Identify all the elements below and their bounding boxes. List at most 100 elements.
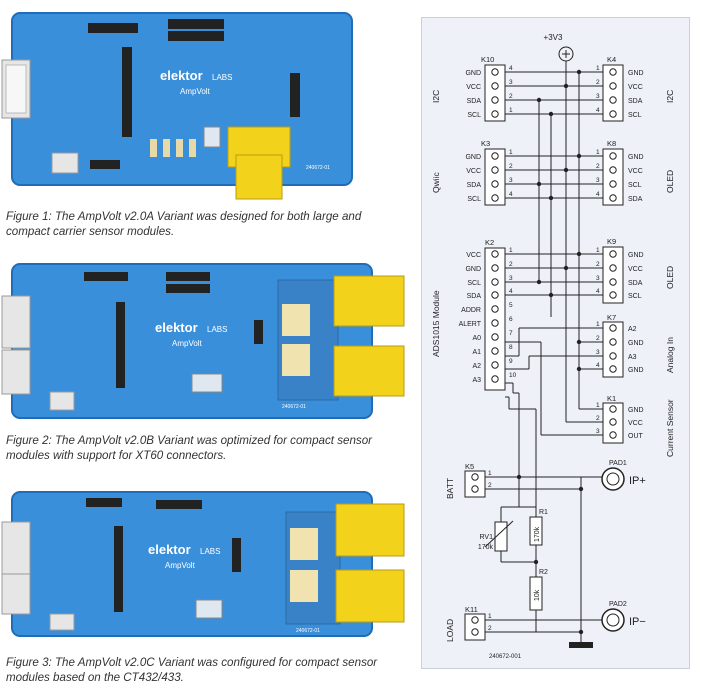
board-brand-suffix: LABS <box>212 73 232 82</box>
k7-ref: K7 <box>607 313 616 322</box>
supply-label: +3V3 <box>544 33 563 42</box>
resistor-r2: R2 10k <box>529 569 548 611</box>
k8-pin-label: SCL <box>628 182 642 189</box>
k10-pin-label: GND <box>465 70 481 77</box>
k10-pin-number: 2 <box>509 93 513 100</box>
k8-pin-number: 2 <box>596 163 600 170</box>
r2-value: 10k <box>534 589 541 601</box>
board-label: 240672-01 <box>282 404 306 410</box>
k10-pin-number: 4 <box>509 65 513 72</box>
k3-pin-label: SDA <box>467 182 482 189</box>
board-v2a-photo: elektor LABS AmpVolt 240672-01 <box>1 12 353 200</box>
board-product: AmpVolt <box>172 339 203 348</box>
k3-ref: K3 <box>481 139 490 148</box>
k3-pin-number: 3 <box>509 177 513 184</box>
board-v2b-photo: elektor LABS AmpVolt 240672-01 <box>1 263 405 419</box>
k2-title: ADS1015 Module <box>431 290 441 357</box>
k7-pin-label: A3 <box>628 354 637 361</box>
connector-k4: K4 GND VCC SDA SCL 1 2 3 4 I2C <box>596 55 675 122</box>
k4-pin-number: 4 <box>596 107 600 114</box>
pad2-label: IP− <box>629 616 646 628</box>
connector-k5: K5 1 2 BATT <box>445 462 505 499</box>
k9-title: OLED <box>665 266 675 289</box>
r1-value: 170k <box>534 526 541 542</box>
k1-pin-label: OUT <box>628 433 644 440</box>
k4-pin-label: SCL <box>628 112 642 119</box>
k4-pin-label: GND <box>628 70 644 77</box>
pad2: PAD2 IP− <box>601 601 646 632</box>
k9-pin-label: SCL <box>628 293 642 300</box>
k9-pin-number: 4 <box>596 288 600 295</box>
k8-title: OLED <box>665 170 675 193</box>
k9-pin-label: GND <box>628 252 644 259</box>
schematic-diagram: +3V3 <box>421 17 690 669</box>
k10-pin-number: 1 <box>509 107 513 114</box>
pad1-ref: PAD1 <box>609 460 627 467</box>
k10-title: I2C <box>431 90 441 103</box>
k8-pin-label: SDA <box>628 196 643 203</box>
k1-pin-number: 3 <box>596 428 600 435</box>
k8-pin-number: 4 <box>596 191 600 198</box>
k9-pin-number: 3 <box>596 275 600 282</box>
k11-pin-number: 2 <box>488 625 492 632</box>
k5-title: BATT <box>445 478 455 499</box>
connector-k9: K9 GND VCC SDA SCL 1 2 3 4 OLED <box>596 237 675 304</box>
figure-1-caption: Figure 1: The AmpVolt v2.0A Variant was … <box>6 210 362 238</box>
k9-pin-number: 1 <box>596 247 600 254</box>
board-brand: elektor <box>160 68 203 83</box>
k4-pin-number: 2 <box>596 79 600 86</box>
pad2-ref: PAD2 <box>609 601 627 608</box>
k11-pin-number: 1 <box>488 613 492 620</box>
board-brand-suffix: LABS <box>200 547 220 556</box>
k2-pin-label: GND <box>465 266 481 273</box>
k3-pin-number: 2 <box>509 163 513 170</box>
board-product: AmpVolt <box>165 561 196 570</box>
board-label: 240672-01 <box>296 628 320 634</box>
board-product: AmpVolt <box>180 87 211 96</box>
figure-2-caption: Figure 2: The AmpVolt v2.0B Variant was … <box>6 434 373 462</box>
resistor-r1: R1 170k <box>529 509 548 546</box>
connector-k2: K2 VCC GND SCL SDA ADDR ALERT A0 A1 A2 A… <box>431 238 517 391</box>
k2-pin-label: A3 <box>472 377 481 384</box>
k4-pin-number: 3 <box>596 93 600 100</box>
k2-pin-label: ADDR <box>461 307 481 314</box>
rv1-value: 170k <box>478 544 494 551</box>
r2-ref: R2 <box>539 569 548 576</box>
k3-pin-label: GND <box>465 154 481 161</box>
k2-pin-label: VCC <box>466 252 481 259</box>
k2-pin-number: 6 <box>509 316 513 323</box>
figure-3-caption: Figure 3: The AmpVolt v2.0C Variant was … <box>6 656 378 684</box>
k5-pin-number: 2 <box>488 482 492 489</box>
k9-pin-label: VCC <box>628 266 643 273</box>
board-label: 240672-01 <box>306 165 330 171</box>
board-brand: elektor <box>148 542 191 557</box>
k2-pin-number: 10 <box>509 372 517 379</box>
connector-k1: K1 GND VCC OUT 1 2 3 Current Sensor <box>596 394 675 457</box>
k2-pin-label: ALERT <box>459 321 482 328</box>
k5-ref: K5 <box>465 462 474 471</box>
k3-pin-label: VCC <box>466 168 481 175</box>
connector-k7: K7 A2 GND A3 GND 1 2 3 4 Analog In <box>596 313 675 378</box>
k2-pin-number: 8 <box>509 344 513 351</box>
k10-pin-number: 3 <box>509 79 513 86</box>
k3-pin-number: 4 <box>509 191 513 198</box>
k8-pin-label: VCC <box>628 168 643 175</box>
k7-title: Analog In <box>665 337 675 373</box>
k8-pin-number: 1 <box>596 149 600 156</box>
k1-ref: K1 <box>607 394 616 403</box>
k2-pin-label: SDA <box>467 293 482 300</box>
k1-pin-number: 2 <box>596 415 600 422</box>
k2-pin-number: 5 <box>509 302 513 309</box>
k3-pin-label: SCL <box>467 196 481 203</box>
k4-pin-label: VCC <box>628 84 643 91</box>
k8-ref: K8 <box>607 139 616 148</box>
k1-pin-label: VCC <box>628 420 643 427</box>
board-brand-suffix: LABS <box>207 325 227 334</box>
connector-k10: K10 GND VCC SDA SCL 4 3 2 1 I2C <box>431 55 513 122</box>
k4-pin-label: SDA <box>628 98 643 105</box>
k7-pin-number: 2 <box>596 335 600 342</box>
k1-pin-number: 1 <box>596 402 600 409</box>
k2-pin-number: 7 <box>509 330 513 337</box>
k2-pin-label: SCL <box>467 280 481 287</box>
k7-pin-number: 1 <box>596 321 600 328</box>
